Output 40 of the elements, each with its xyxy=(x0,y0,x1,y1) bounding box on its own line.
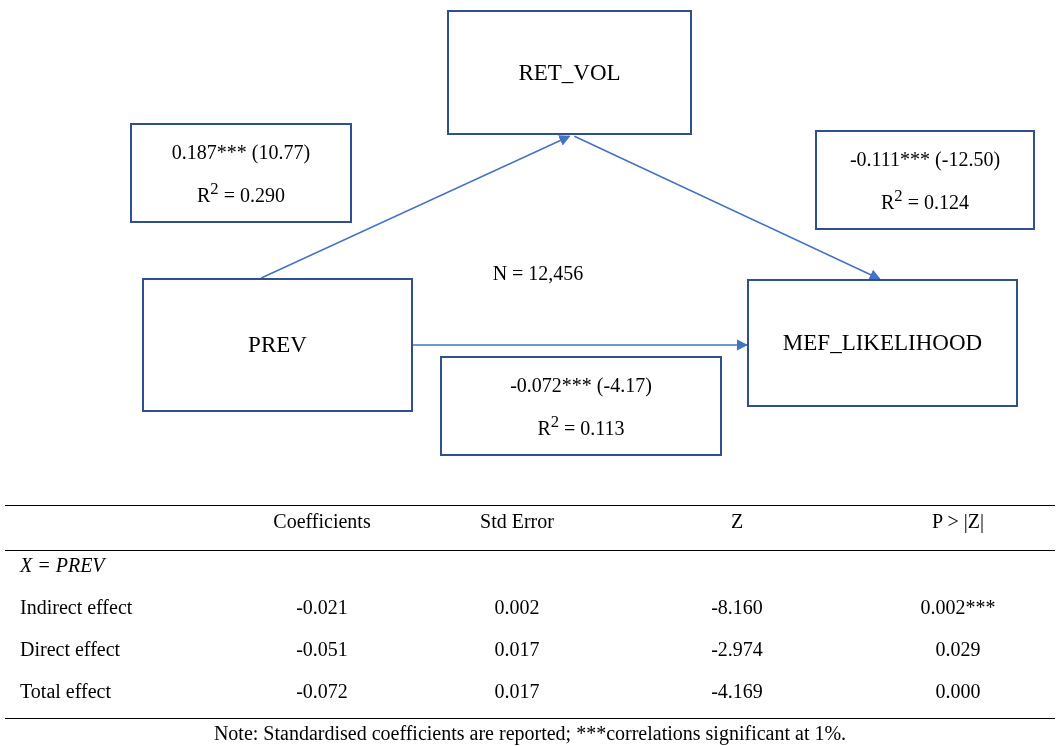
table-value: -2.974 xyxy=(711,638,763,661)
arrow xyxy=(412,339,749,351)
column-header: Z xyxy=(730,510,744,533)
row-label: Indirect effect xyxy=(20,596,133,619)
table-value: -0.021 xyxy=(296,596,348,619)
variable-box xyxy=(447,10,692,135)
row-label: Direct effect xyxy=(20,638,121,661)
arrow xyxy=(573,135,881,280)
statistics-box xyxy=(815,130,1035,230)
variable-box xyxy=(747,279,1018,407)
column-header: Coefficients xyxy=(273,510,371,533)
table-value: -0.051 xyxy=(296,638,348,661)
r-squared-text: R$^{2}$ = 0.290 xyxy=(197,178,285,207)
r-squared-text: R$^{2}$ = 0.124 xyxy=(881,185,969,214)
column-header: Std Error xyxy=(480,510,554,533)
note-text: Note: Standardised coefficients are reported; ***correlations significant at 1%. xyxy=(213,722,847,745)
column-header: P > |Z| xyxy=(932,510,984,533)
r-squared-text: R$^{2}$ = 0.113 xyxy=(537,411,625,440)
table-value: 0.029 xyxy=(935,638,981,661)
coefficient-text: 0.187*** (10.77) xyxy=(171,139,311,164)
variable-name: PREV xyxy=(248,331,307,359)
arrow xyxy=(260,135,571,279)
coefficient-text: -0.111*** (-12.50) xyxy=(849,146,1001,171)
variable-name: RET_VOL xyxy=(518,58,621,87)
statistics-box xyxy=(440,356,722,456)
table-value: 0.000 xyxy=(935,680,981,703)
table-value: 0.002*** xyxy=(920,596,996,619)
coefficient-text: -0.072*** (-4.17) xyxy=(510,372,652,397)
statistics-box xyxy=(130,123,352,223)
variable-box xyxy=(142,278,413,412)
table-value: -4.169 xyxy=(711,680,763,703)
table-value: 0.017 xyxy=(494,680,540,703)
table-value: 0.017 xyxy=(494,638,540,661)
table-value: -8.160 xyxy=(711,596,763,619)
table-value: -0.072 xyxy=(296,680,348,703)
variable-name: MEF_LIKELIHOOD xyxy=(782,329,983,357)
row-group-label: X = PREV xyxy=(20,554,105,577)
table-value: 0.002 xyxy=(494,596,540,619)
row-label: Total effect xyxy=(20,680,111,703)
sample-size-label: N = 12,456 xyxy=(492,262,584,285)
